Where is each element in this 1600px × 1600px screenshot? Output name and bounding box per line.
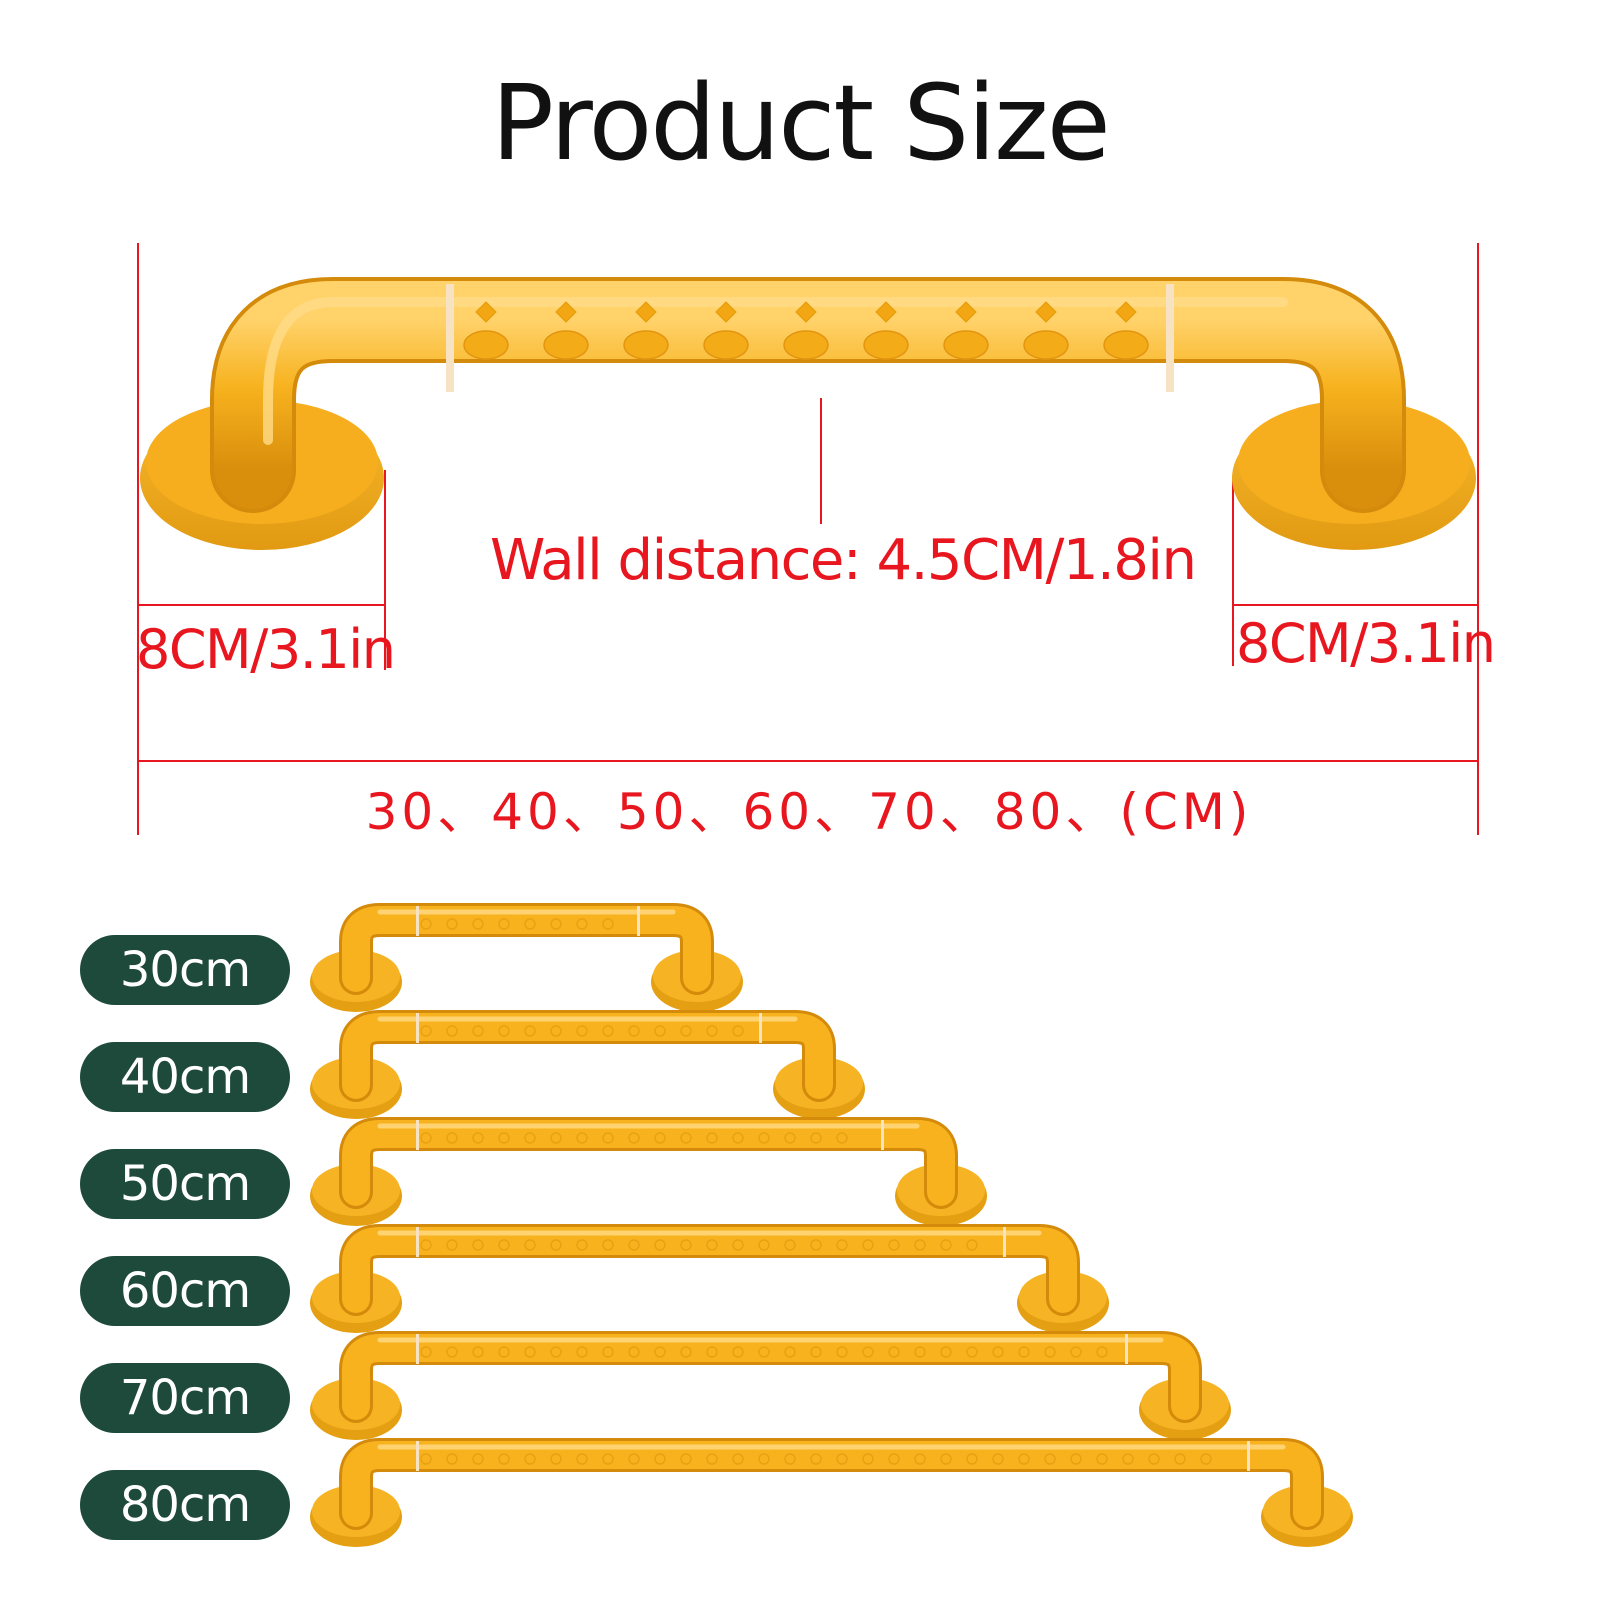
right-base-width-line	[1232, 604, 1478, 606]
wall-distance-label: Wall distance: 4.5CM/1.8in	[490, 528, 1197, 593]
right-base-start-line	[1232, 476, 1234, 666]
left-base-end-line	[384, 470, 386, 670]
left-base-width-label: 8CM/3.1in	[136, 618, 396, 681]
left-extent-line	[137, 243, 139, 835]
size-label-30cm: 30cm	[80, 935, 290, 1005]
left-base-width-line	[137, 604, 385, 606]
size-label-50cm: 50cm	[80, 1149, 290, 1219]
grab-bar-40cm	[310, 1010, 865, 1119]
page-title: Product Size	[491, 62, 1110, 184]
right-extent-line	[1477, 243, 1479, 835]
size-label-40cm: 40cm	[80, 1042, 290, 1112]
wall-distance-line	[820, 398, 822, 524]
size-label-70cm: 70cm	[80, 1363, 290, 1433]
grab-bar-50cm	[310, 1117, 987, 1226]
grab-bar-70cm	[310, 1331, 1231, 1440]
grab-bar-60cm	[310, 1224, 1109, 1333]
grab-bar-30cm	[310, 903, 743, 1012]
total-length-line	[137, 760, 1479, 762]
size-label-80cm: 80cm	[80, 1470, 290, 1540]
right-base-width-label: 8CM/3.1in	[1236, 612, 1496, 675]
length-options-label: 30、40、50、60、70、80、(CM)	[365, 783, 1253, 841]
grab-bar-80cm	[310, 1438, 1353, 1547]
main-grab-bar-illustration	[140, 277, 1476, 550]
size-label-60cm: 60cm	[80, 1256, 290, 1326]
